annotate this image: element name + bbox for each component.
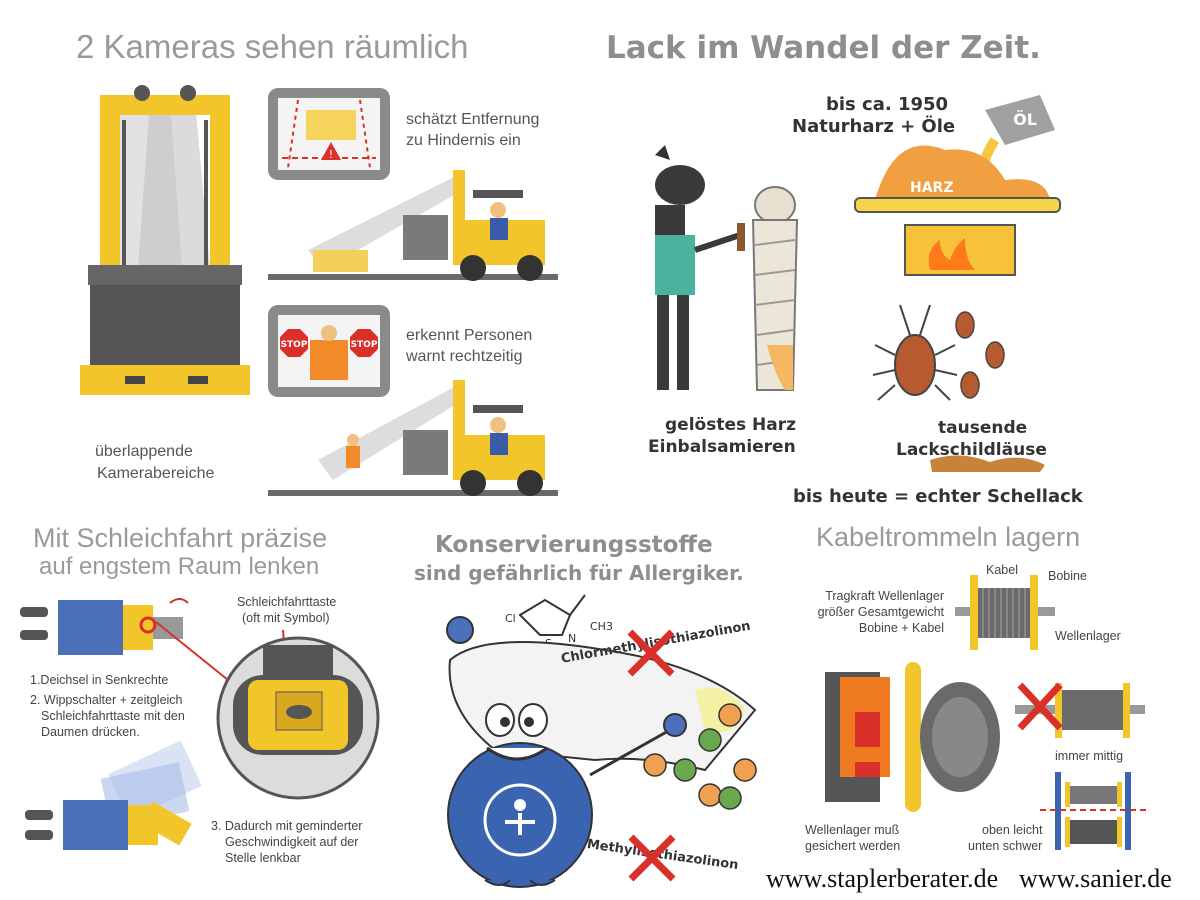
- atom-ch3: CH3: [590, 620, 613, 633]
- konservierung-title-line1: Konservierungsstoffe: [435, 532, 713, 558]
- kabel-info-line1: Tragkraft Wellenlager: [825, 589, 944, 603]
- tiller-swing-illustration: [25, 740, 202, 850]
- step3-line3: Stelle lenkbar: [225, 851, 301, 865]
- overlap-caption-line1: überlappende: [95, 443, 193, 460]
- step1: 1.Deichsel in Senkrechte: [30, 673, 169, 687]
- monitor-distance-icon: !: [268, 88, 390, 180]
- egypt-caption-line1: gelöstes Harz: [665, 415, 796, 435]
- lice-caption-line2: Lackschildläuse: [896, 440, 1047, 460]
- monitor-person-icon: STOP STOP: [268, 305, 390, 397]
- step2-line3: Daumen drücken.: [41, 725, 140, 739]
- stack-caption-line2: unten schwer: [968, 839, 1043, 853]
- label-bobine: Bobine: [1048, 569, 1087, 583]
- harz-label: HARZ: [910, 180, 953, 196]
- today-caption: bis heute = echter Schellack: [793, 486, 1083, 507]
- step3-line1: 3. Dadurch mit geminderter: [211, 819, 363, 833]
- anubis-mummy-illustration: [655, 145, 799, 391]
- era-line2: Naturharz + Öle: [792, 116, 956, 137]
- kabel-title: Kabeltrommeln lagern: [816, 522, 1081, 552]
- mascot-blue-angel-illustration: [446, 616, 757, 888]
- button-label-line2: (oft mit Symbol): [242, 611, 330, 625]
- drum-holder-illustration: [825, 662, 1000, 812]
- person-caption-line1: erkennt Personen: [406, 327, 533, 344]
- button-label-line1: Schleichfahrttaste: [237, 595, 337, 609]
- forklift-obstacle-illustration: [268, 170, 558, 281]
- atom-cl: Cl: [505, 612, 516, 625]
- konservierung-title-line2: sind gefährlich für Allergiker.: [414, 561, 744, 585]
- stack-caption-line1: oben leicht: [982, 823, 1043, 837]
- drum-diagram-top: [955, 575, 1055, 650]
- drum-stack-illustration: [1040, 772, 1150, 850]
- drum-off-center-illustration: [1015, 682, 1145, 738]
- cross-icon: [628, 834, 676, 882]
- era-line1: bis ca. 1950: [826, 94, 949, 115]
- lac-insects-illustration: [872, 304, 1045, 472]
- lice-caption-line1: tausende: [938, 418, 1028, 438]
- svg-text:!: !: [329, 148, 333, 161]
- distance-caption-line2: zu Hindernis ein: [406, 132, 521, 149]
- distance-caption-line1: schätzt Entfernung: [406, 111, 540, 128]
- tiller-top-illustration: [20, 598, 189, 655]
- lack-title: Lack im Wandel der Zeit.: [606, 30, 1041, 66]
- forklift-person-illustration: [268, 380, 558, 496]
- stop-sign-right: STOP: [351, 340, 378, 350]
- schleichfahrt-title-line2: auf engstem Raum lenken: [39, 553, 320, 580]
- schleichfahrt-title-line1: Mit Schleichfahrt präzise: [33, 523, 328, 553]
- footer-link-staplerberater[interactable]: www.staplerberater.de: [766, 864, 999, 893]
- label-kabel: Kabel: [986, 563, 1018, 577]
- cross-icon: [627, 629, 675, 677]
- kabel-info-line3: Bobine + Kabel: [858, 621, 944, 635]
- step3-line2: Geschwindigkeit auf der: [225, 835, 359, 849]
- step2-line2: Schleichfahrttaste mit den: [41, 709, 185, 723]
- person-caption-line2: warnt rechtzeitig: [406, 348, 523, 365]
- footer-link-sanier[interactable]: www.sanier.de: [1019, 864, 1172, 893]
- secure-caption-line1: Wellenlager muß: [805, 823, 900, 837]
- camera-mast-illustration: [80, 85, 250, 395]
- egypt-caption-line2: Einbalsamieren: [648, 437, 796, 457]
- oil-label: ÖL: [1013, 110, 1037, 129]
- resin-oil-pot-illustration: ÖL HARZ: [854, 95, 1061, 276]
- center-caption: immer mittig: [1055, 749, 1124, 763]
- overlap-caption-line2: Kamerabereiche: [97, 465, 215, 482]
- label-wellenlager: Wellenlager: [1055, 629, 1121, 643]
- button-zoom-illustration: [155, 621, 380, 800]
- atom-n: N: [568, 632, 576, 645]
- kabel-info-line2: größer Gesamtgewicht: [817, 605, 944, 619]
- secure-caption-line2: gesichert werden: [805, 839, 901, 853]
- stop-sign-left: STOP: [281, 340, 308, 350]
- step2-line1: 2. Wippschalter + zeitgleich: [30, 693, 183, 707]
- cameras-title: 2 Kameras sehen räumlich: [76, 28, 469, 65]
